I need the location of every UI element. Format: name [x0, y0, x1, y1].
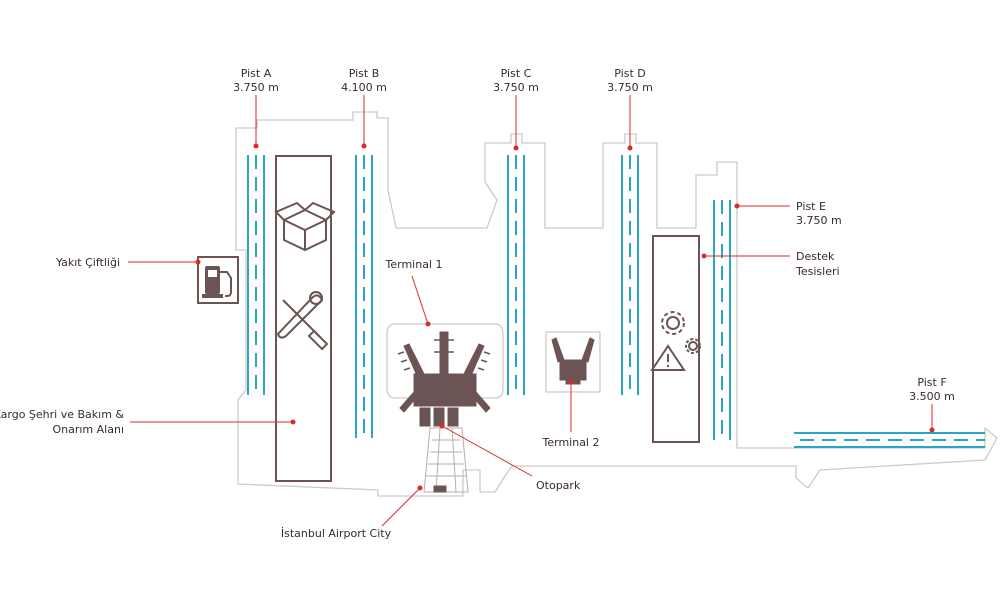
runway-c — [507, 155, 525, 395]
support-label-1: Destek — [796, 250, 835, 263]
terminal2-apron — [545, 331, 601, 393]
fuel-farm-building — [197, 256, 239, 304]
fuel-farm-label: Yakıt Çiftliği — [55, 256, 120, 269]
runway-f-name: Pist F — [917, 376, 946, 389]
gears-icon — [661, 311, 701, 354]
parking-label: Otopark — [536, 479, 581, 492]
runway-d-length: 3.750 m — [607, 81, 653, 94]
runway-e — [713, 200, 731, 440]
support-label-2: Tesisleri — [795, 265, 840, 278]
terminal-2-building — [551, 337, 595, 385]
runway-a — [247, 155, 265, 395]
cargo-label-1: Kargo Şehri ve Bakım & — [0, 408, 124, 421]
fuel-pump-icon — [202, 266, 232, 298]
terminal2-label: Terminal 2 — [542, 436, 600, 449]
runway-d — [621, 155, 639, 395]
leader-lines — [128, 95, 935, 527]
terminal1-label: Terminal 1 — [385, 258, 443, 271]
runway-b — [355, 155, 373, 438]
cargo-label-2: Onarım Alanı — [52, 423, 124, 436]
runway-a-length: 3.750 m — [233, 81, 279, 94]
cargo-area-building — [275, 155, 332, 482]
airport-city-label: İstanbul Airport City — [281, 527, 392, 540]
alert-triangle-icon — [650, 344, 686, 371]
runway-b-length: 4.100 m — [341, 81, 387, 94]
runway-d-name: Pist D — [614, 67, 645, 80]
runway-f — [794, 432, 985, 448]
parking-building — [433, 485, 447, 493]
airport-city-area — [423, 427, 469, 493]
runway-f-length: 3.500 m — [909, 390, 955, 403]
runway-a-name: Pist A — [241, 67, 272, 80]
runway-c-length: 3.750 m — [493, 81, 539, 94]
runway-c-name: Pist C — [501, 67, 532, 80]
terminal-apron — [386, 323, 504, 399]
box-icon — [274, 201, 336, 252]
support-facilities-building — [652, 235, 700, 443]
runway-e-name: Pist E — [796, 200, 826, 213]
runway-b-name: Pist B — [349, 67, 380, 80]
terminal-1-building — [397, 331, 491, 427]
runway-e-length: 3.750 m — [796, 214, 842, 227]
site-boundary — [235, 111, 998, 497]
wrench-screwdriver-icon — [276, 291, 329, 351]
